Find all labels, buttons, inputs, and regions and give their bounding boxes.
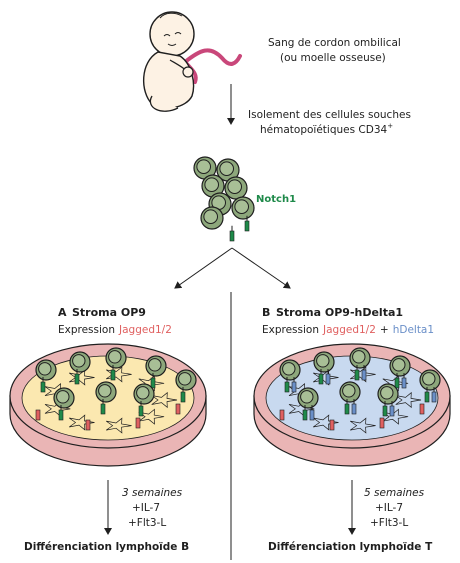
stroma-cell bbox=[151, 391, 178, 409]
cd34-cell bbox=[224, 176, 248, 200]
source-text-line1: Sang de cordon ombilical bbox=[268, 37, 401, 49]
panel-a-duration: 3 semaines bbox=[122, 487, 183, 499]
notch-receptor-icon bbox=[389, 405, 395, 417]
notch-receptor-icon bbox=[401, 377, 407, 389]
dish-b bbox=[253, 343, 451, 467]
progenitor-cell bbox=[297, 387, 319, 421]
notch-receptor-icon bbox=[138, 405, 144, 417]
notch-receptor-icon bbox=[361, 369, 367, 381]
notch-receptor-icon bbox=[424, 391, 430, 403]
panel-b-ligand2: hDelta1 bbox=[393, 324, 434, 336]
progenitor-cell bbox=[175, 369, 197, 403]
panel-a-factor1: +IL-7 bbox=[132, 502, 160, 514]
jagged-ligand-icon bbox=[279, 409, 285, 421]
notch-receptor-icon bbox=[110, 369, 116, 381]
notch-receptor-icon bbox=[284, 381, 290, 393]
notch-receptor-icon bbox=[354, 369, 360, 381]
panel-a-expression-prefix: Expression bbox=[58, 324, 115, 336]
panel-b-plus: + bbox=[380, 324, 389, 336]
panel-a-title: Stroma OP9 bbox=[72, 306, 146, 319]
arrow-to-panel-a bbox=[174, 247, 233, 289]
notch-receptor-icon bbox=[229, 230, 235, 242]
cd34-cell bbox=[200, 206, 235, 242]
notch-receptor-icon bbox=[318, 373, 324, 385]
notch-receptor-icon bbox=[325, 373, 331, 385]
notch-receptor-icon bbox=[291, 381, 297, 393]
notch-receptor-icon bbox=[431, 391, 437, 403]
progenitor-cell bbox=[313, 351, 335, 385]
notch-receptor-icon bbox=[40, 381, 46, 393]
progenitor-cell bbox=[145, 355, 167, 389]
panel-b-ligand1: Jagged1/2 bbox=[322, 324, 376, 336]
progenitor-cell bbox=[349, 347, 371, 381]
progenitor-cell bbox=[133, 383, 155, 417]
notch-receptor-icon bbox=[302, 409, 308, 421]
notch-receptor-icon bbox=[351, 403, 357, 415]
jagged-ligand-icon bbox=[135, 417, 141, 429]
notch-receptor-icon bbox=[309, 409, 315, 421]
cd34-cell bbox=[201, 174, 225, 198]
progenitor-cell bbox=[53, 387, 75, 421]
panel-a-result: Différenciation lymphoïde B bbox=[24, 541, 189, 553]
cd34-cell bbox=[193, 156, 217, 180]
progenitor-cell bbox=[377, 383, 399, 417]
progenitor-cell bbox=[95, 381, 117, 415]
jagged-ligand-icon bbox=[329, 419, 335, 431]
jagged-ligand-icon bbox=[379, 417, 385, 429]
stroma-cell bbox=[312, 414, 339, 431]
jagged-ligand-icon bbox=[85, 419, 91, 431]
stroma-cell bbox=[68, 414, 95, 431]
progenitor-cell bbox=[419, 369, 441, 403]
stroma-cell bbox=[382, 408, 409, 425]
panel-b-expression-prefix: Expression bbox=[262, 324, 319, 336]
panel-b-title: Stroma OP9-hDelta1 bbox=[276, 306, 403, 319]
stroma-cell bbox=[138, 408, 165, 425]
stroma-cell bbox=[105, 417, 132, 434]
panel-a-factor2: +Flt3-L bbox=[128, 517, 166, 529]
baby-illustration bbox=[142, 11, 242, 112]
panel-a-ligand: Jagged1/2 bbox=[118, 324, 172, 336]
jagged-ligand-icon bbox=[35, 409, 41, 421]
notch-receptor-icon bbox=[344, 403, 350, 415]
progenitor-cell bbox=[279, 359, 301, 393]
notch-receptor-icon bbox=[100, 403, 106, 415]
progenitor-cell bbox=[69, 351, 91, 385]
dish-a bbox=[9, 343, 207, 467]
isolation-text-line1: Isolement des cellules souches bbox=[248, 109, 411, 121]
stroma-cell bbox=[395, 391, 422, 409]
notch-receptor-icon bbox=[244, 220, 250, 232]
jagged-ligand-icon bbox=[175, 403, 181, 415]
cd34-cell-cluster bbox=[193, 156, 255, 242]
arrow-to-panel-b bbox=[231, 247, 291, 289]
source-text-line2: (ou moelle osseuse) bbox=[280, 52, 386, 64]
notch-receptor-icon bbox=[150, 377, 156, 389]
isolation-text-line2: hématopoïétiques CD34 bbox=[260, 124, 388, 136]
panel-a-letter: A bbox=[58, 306, 67, 319]
notch-receptor-icon bbox=[382, 405, 388, 417]
progenitor-cell bbox=[389, 355, 411, 389]
jagged-ligand-icon bbox=[419, 403, 425, 415]
panel-b-factor2: +Flt3-L bbox=[370, 517, 408, 529]
stroma-cell bbox=[349, 417, 376, 434]
progenitor-cell bbox=[35, 359, 57, 393]
isolation-superscript: + bbox=[387, 122, 393, 130]
panel-b-result: Différenciation lymphoïde T bbox=[268, 541, 433, 553]
progenitor-cell bbox=[339, 381, 361, 415]
notch-receptor-icon bbox=[58, 409, 64, 421]
progenitor-cell bbox=[105, 347, 127, 381]
panel-b-letter: B bbox=[262, 306, 270, 319]
notch-receptor-icon bbox=[74, 373, 80, 385]
notch1-label: Notch1 bbox=[256, 194, 296, 205]
panel-b-duration: 5 semaines bbox=[364, 487, 425, 499]
notch-receptor-icon bbox=[394, 377, 400, 389]
cd34-cell bbox=[231, 196, 255, 232]
panel-b-factor1: +IL-7 bbox=[375, 502, 403, 514]
svg-text:hématopoïétiques CD34+: hématopoïétiques CD34+ bbox=[260, 122, 393, 136]
notch-receptor-icon bbox=[180, 391, 186, 403]
